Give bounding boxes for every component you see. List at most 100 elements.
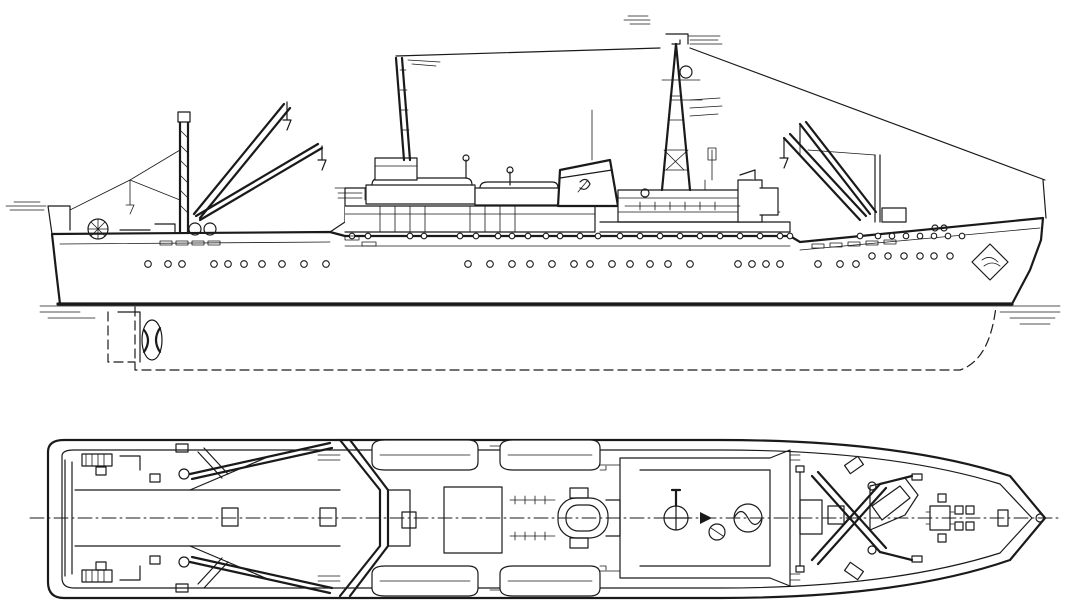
porthole-icon <box>456 232 464 240</box>
tall-mast <box>374 47 661 181</box>
side-elevation <box>5 15 1061 371</box>
porthole-icon <box>508 232 516 240</box>
porthole-icon <box>930 232 938 240</box>
porthole-icon <box>508 260 516 268</box>
foremast <box>623 15 1046 192</box>
porthole-icon <box>586 260 594 268</box>
porthole-icon <box>814 260 822 268</box>
porthole-icon <box>626 260 634 268</box>
porthole-icon <box>278 260 286 268</box>
porthole-icon <box>594 232 602 240</box>
hatch-aft <box>189 489 341 547</box>
porthole-icon <box>946 252 954 260</box>
porthole-icon <box>406 232 414 240</box>
porthole-icon <box>656 232 664 240</box>
porthole-icon <box>776 232 784 240</box>
porthole-icon <box>958 232 966 240</box>
forecastle-plan <box>869 473 1045 563</box>
porthole-icon <box>548 260 556 268</box>
porthole-icon <box>902 232 910 240</box>
deck-hull-outline <box>46 438 1047 600</box>
porthole-icon <box>664 260 672 268</box>
porthole-icon <box>526 260 534 268</box>
aft-booms-plan <box>175 441 334 595</box>
propeller-icon <box>141 319 163 361</box>
porthole-icon <box>762 260 770 268</box>
capstan-base <box>871 485 911 521</box>
porthole-icon <box>542 232 550 240</box>
deck-plan <box>29 438 1059 600</box>
funnel <box>556 109 620 208</box>
porthole-icon <box>144 260 152 268</box>
porthole-icon <box>930 252 938 260</box>
flag-stern <box>5 201 47 211</box>
porthole-icon <box>756 232 764 240</box>
porthole-icon <box>836 260 844 268</box>
rudder-outline <box>107 311 136 363</box>
porthole-icon <box>868 252 876 260</box>
porthole-icon <box>734 260 742 268</box>
signal-lamp <box>704 147 717 191</box>
stern-deck-fittings <box>5 201 217 240</box>
water-ripples <box>39 311 1061 325</box>
bridge <box>599 147 791 233</box>
forward-cranes <box>779 120 907 223</box>
porthole-icon <box>884 252 892 260</box>
porthole-icon <box>486 260 494 268</box>
porthole-icon <box>224 260 232 268</box>
boat-deck <box>365 154 561 206</box>
porthole-icon <box>570 260 578 268</box>
radar-left <box>623 15 651 25</box>
lifeboat-aft <box>371 177 473 186</box>
porthole-icon <box>686 260 694 268</box>
sternpost <box>117 311 141 363</box>
porthole-icon <box>748 260 756 268</box>
porthole-icon <box>258 260 266 268</box>
bow-fittings <box>931 179 1047 232</box>
porthole-icon <box>852 260 860 268</box>
porthole-icon <box>636 232 644 240</box>
porthole-icon <box>696 232 704 240</box>
porthole-icon <box>916 252 924 260</box>
bridge-plan <box>599 449 791 587</box>
forward-cargo-plan <box>789 454 914 581</box>
porthole-icon <box>716 232 724 240</box>
porthole-icon <box>576 232 584 240</box>
funnel-plan <box>509 487 609 549</box>
porthole-icon <box>646 260 654 268</box>
lifeboat-fwd <box>479 181 559 189</box>
flag-main <box>407 59 441 67</box>
windlass <box>929 505 951 531</box>
porthole-icon <box>556 232 564 240</box>
deck-windows <box>159 235 897 249</box>
porthole-icon <box>178 260 186 268</box>
porthole-icon <box>616 232 624 240</box>
porthole-icon <box>472 232 480 240</box>
hull-underwater <box>134 305 997 371</box>
porthole-icon <box>944 232 952 240</box>
porthole-icon <box>676 232 684 240</box>
porthole-icon <box>776 260 784 268</box>
porthole-icon <box>900 252 908 260</box>
porthole-icon <box>300 260 308 268</box>
antenna-wire <box>395 47 661 57</box>
superstructure-aft <box>329 187 596 233</box>
porthole-icon <box>322 260 330 268</box>
portholes-main <box>144 232 966 268</box>
hull-upper <box>50 216 1045 306</box>
porthole-icon <box>874 232 882 240</box>
porthole-icon <box>464 260 472 268</box>
porthole-icon <box>736 232 744 240</box>
radar-right <box>687 35 723 45</box>
porthole-icon <box>916 232 924 240</box>
porthole-icon <box>210 260 218 268</box>
porthole-icon <box>856 232 864 240</box>
porthole-icon <box>608 260 616 268</box>
cargo-hook-icon <box>282 101 292 131</box>
porthole-icon <box>364 232 372 240</box>
porthole-icon <box>888 232 896 240</box>
boat-deck-plan <box>317 438 601 598</box>
porthole-icon <box>420 232 428 240</box>
aft-mast <box>69 101 327 234</box>
